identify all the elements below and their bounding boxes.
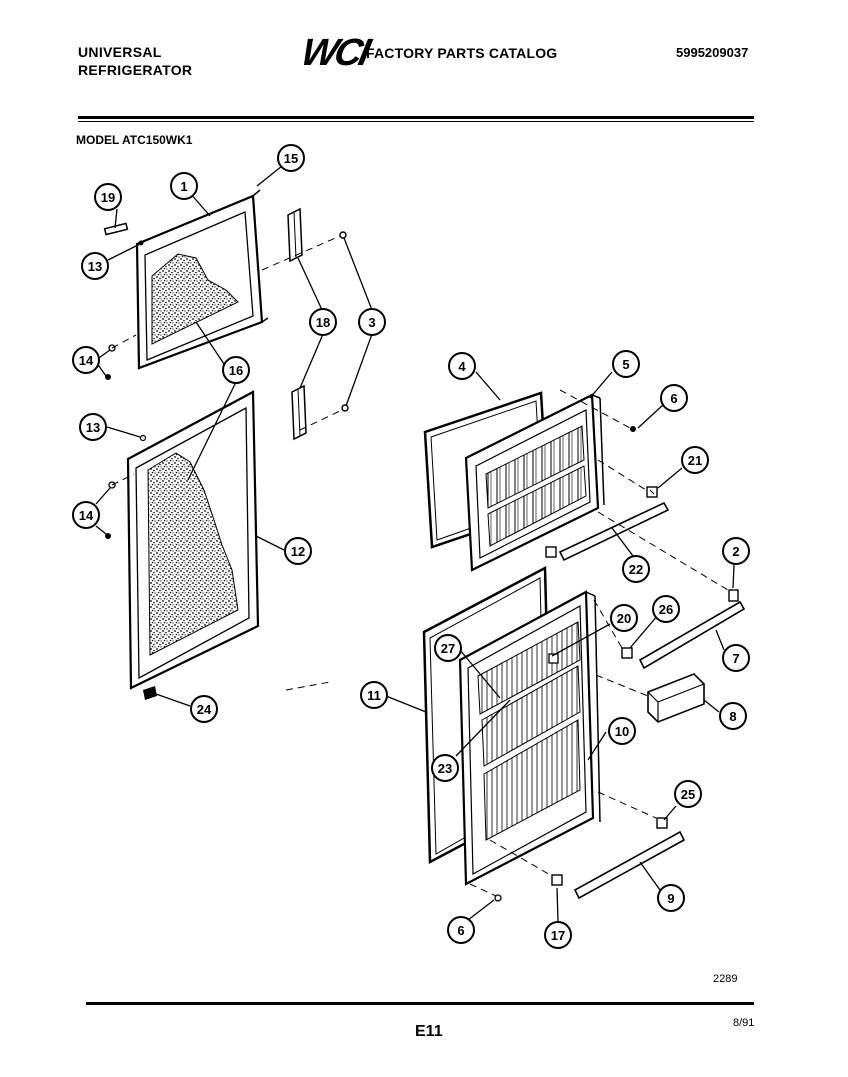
callout-7: 7 [722, 644, 750, 672]
callout-label: 14 [79, 353, 94, 368]
callout-label: 15 [284, 151, 298, 166]
freezer-screw [630, 426, 636, 432]
hinge-screws [339, 231, 349, 412]
callout-5: 5 [612, 350, 640, 378]
callout-6-lower: 6 [447, 916, 475, 944]
diagram-code: 2289 [713, 973, 738, 985]
callout-label: 6 [457, 923, 464, 938]
callout-23: 23 [431, 754, 459, 782]
freezer-outer-door [135, 189, 269, 370]
callout-12: 12 [284, 537, 312, 565]
callout-27: 27 [434, 634, 462, 662]
callout-19: 19 [94, 183, 122, 211]
callout-label: 13 [86, 420, 100, 435]
callout-label: 8 [729, 709, 736, 724]
callout-26: 26 [652, 595, 680, 623]
callout-14-lower: 14 [72, 501, 100, 529]
callout-label: 11 [367, 688, 381, 703]
brand-name-line2: REFRIGERATOR [78, 62, 193, 78]
callout-24: 24 [190, 695, 218, 723]
callout-6-upper: 6 [660, 384, 688, 412]
callout-label: 6 [670, 391, 677, 406]
callout-15: 15 [277, 144, 305, 172]
callout-14-upper: 14 [72, 346, 100, 374]
callout-label: 13 [88, 259, 102, 274]
callout-label: 22 [629, 562, 643, 577]
callout-22: 22 [622, 555, 650, 583]
callout-25: 25 [674, 780, 702, 808]
callout-13-upper: 13 [81, 252, 109, 280]
callout-label: 14 [79, 508, 94, 523]
callout-9: 9 [657, 884, 685, 912]
small-fasteners-left [103, 222, 157, 700]
model-label: MODEL ATC150WK1 [76, 133, 193, 147]
date-code: 8/91 [733, 1017, 755, 1029]
fresh-food-outer-door [126, 390, 260, 690]
callout-3: 3 [358, 308, 386, 336]
callout-8: 8 [719, 702, 747, 730]
callout-label: 25 [681, 787, 695, 802]
freezer-door-liner [464, 393, 605, 572]
callout-4: 4 [448, 352, 476, 380]
callout-label: 1 [180, 179, 187, 194]
callout-label: 18 [316, 315, 330, 330]
catalog-number: 5995209037 [676, 45, 749, 60]
callout-label: 5 [622, 357, 629, 372]
callout-1: 1 [170, 172, 198, 200]
callout-label: 3 [368, 315, 375, 330]
page-code: E11 [415, 1023, 443, 1040]
callout-label: 27 [441, 641, 455, 656]
callout-2: 2 [722, 537, 750, 565]
catalog-title: FACTORY PARTS CATALOG [366, 45, 558, 61]
header-rule-thick [78, 116, 754, 119]
callout-label: 2 [732, 544, 739, 559]
callout-label: 24 [197, 702, 212, 717]
callout-label: 9 [667, 891, 674, 906]
callout-label: 20 [617, 611, 631, 626]
callout-13-lower: 13 [79, 413, 107, 441]
callout-17: 17 [544, 921, 572, 949]
callout-label: 26 [659, 602, 673, 617]
callout-18: 18 [309, 308, 337, 336]
callout-16: 16 [222, 356, 250, 384]
header-rule-thin [78, 121, 754, 122]
callout-label: 7 [732, 651, 739, 666]
footer-rule [86, 1002, 754, 1005]
callout-label: 19 [101, 190, 115, 205]
callout-21: 21 [681, 446, 709, 474]
callout-label: 12 [291, 544, 305, 559]
callout-10: 10 [608, 717, 636, 745]
callout-11: 11 [360, 681, 388, 709]
hinge-brackets [287, 207, 307, 441]
brand-name-line1: UNIVERSAL [78, 44, 162, 60]
callout-label: 4 [458, 359, 466, 374]
callout-20: 20 [610, 604, 638, 632]
callout-label: 21 [688, 453, 702, 468]
callout-label: 16 [229, 363, 243, 378]
callout-label: 23 [438, 761, 452, 776]
right-side-parts [494, 589, 746, 902]
fresh-food-door-liner [458, 590, 601, 886]
callout-label: 10 [615, 724, 629, 739]
leader-lines [95, 165, 735, 922]
callout-label: 17 [551, 928, 565, 943]
assembly-lines [111, 235, 729, 897]
